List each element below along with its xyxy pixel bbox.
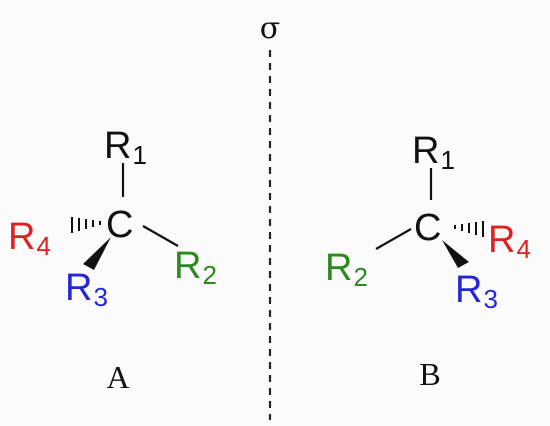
molecule-a-center-carbon: C — [106, 204, 133, 246]
molecule-b: C R1 R2 R3 R4 B — [325, 130, 531, 392]
molecule-a-r4: R4 — [8, 216, 51, 261]
molecule-b-r4: R4 — [488, 219, 531, 264]
molecule-b-r2: R2 — [325, 247, 368, 292]
molecule-b-bond-left — [375, 228, 412, 250]
molecule-b-r1: R1 — [412, 130, 455, 175]
molecule-b-wedge-bond — [442, 240, 469, 268]
molecule-a-r3: R3 — [65, 267, 108, 312]
molecule-a-r1: R1 — [104, 125, 147, 170]
molecule-a-wedge-bond — [83, 237, 111, 270]
molecule-b-hash-bond — [454, 221, 484, 237]
molecule-b-center-carbon: C — [414, 207, 441, 249]
molecule-a-r2: R2 — [174, 245, 217, 290]
molecule-a: C R1 R2 R3 R4 A — [8, 125, 217, 395]
molecule-b-r3: R3 — [455, 269, 498, 314]
molecule-b-caption: B — [419, 356, 440, 392]
molecule-a-bond-right — [142, 225, 179, 247]
molecule-a-caption: A — [106, 359, 129, 395]
molecule-a-hash-bond — [71, 217, 101, 233]
mirror-plane-label: σ — [260, 11, 280, 46]
